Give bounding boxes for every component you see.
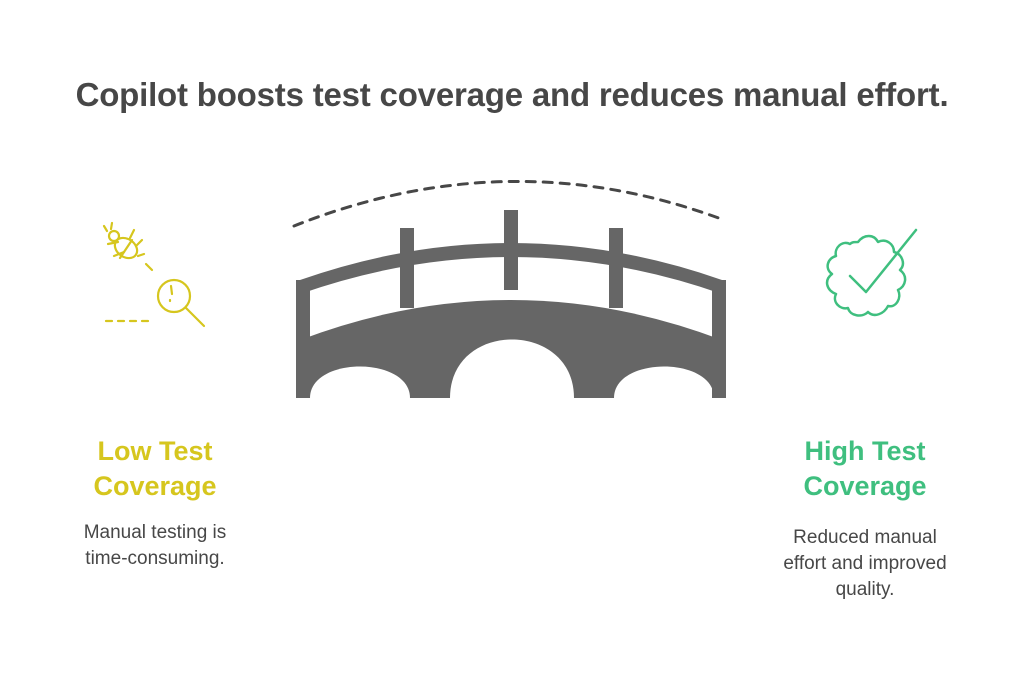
high-coverage-heading: High Test Coverage [750, 434, 980, 504]
low-coverage-description: Manual testing is time-consuming. [40, 520, 270, 572]
high-desc-line-1: Reduced manual [793, 527, 937, 548]
low-heading-line-1: Low Test [97, 436, 213, 466]
dashed-arc [292, 180, 726, 228]
high-heading-line-1: High Test [804, 436, 926, 466]
badge-check-icon [825, 228, 918, 317]
high-desc-line-2: effort and improved [783, 553, 947, 574]
bridge-icon [292, 180, 726, 398]
page-title: Copilot boosts test coverage and reduces… [75, 76, 949, 113]
low-heading-line-2: Coverage [93, 471, 217, 501]
low-coverage-heading: Low Test Coverage [40, 434, 270, 504]
high-coverage-description: Reduced manual effort and improved quali… [750, 525, 980, 603]
high-desc-line-3: quality. [835, 579, 895, 600]
low-desc-line-1: Manual testing is [83, 522, 227, 543]
high-heading-line-2: Coverage [803, 471, 927, 501]
low-desc-line-2: time-consuming. [85, 548, 225, 569]
bug-magnifier-icon [102, 221, 206, 328]
